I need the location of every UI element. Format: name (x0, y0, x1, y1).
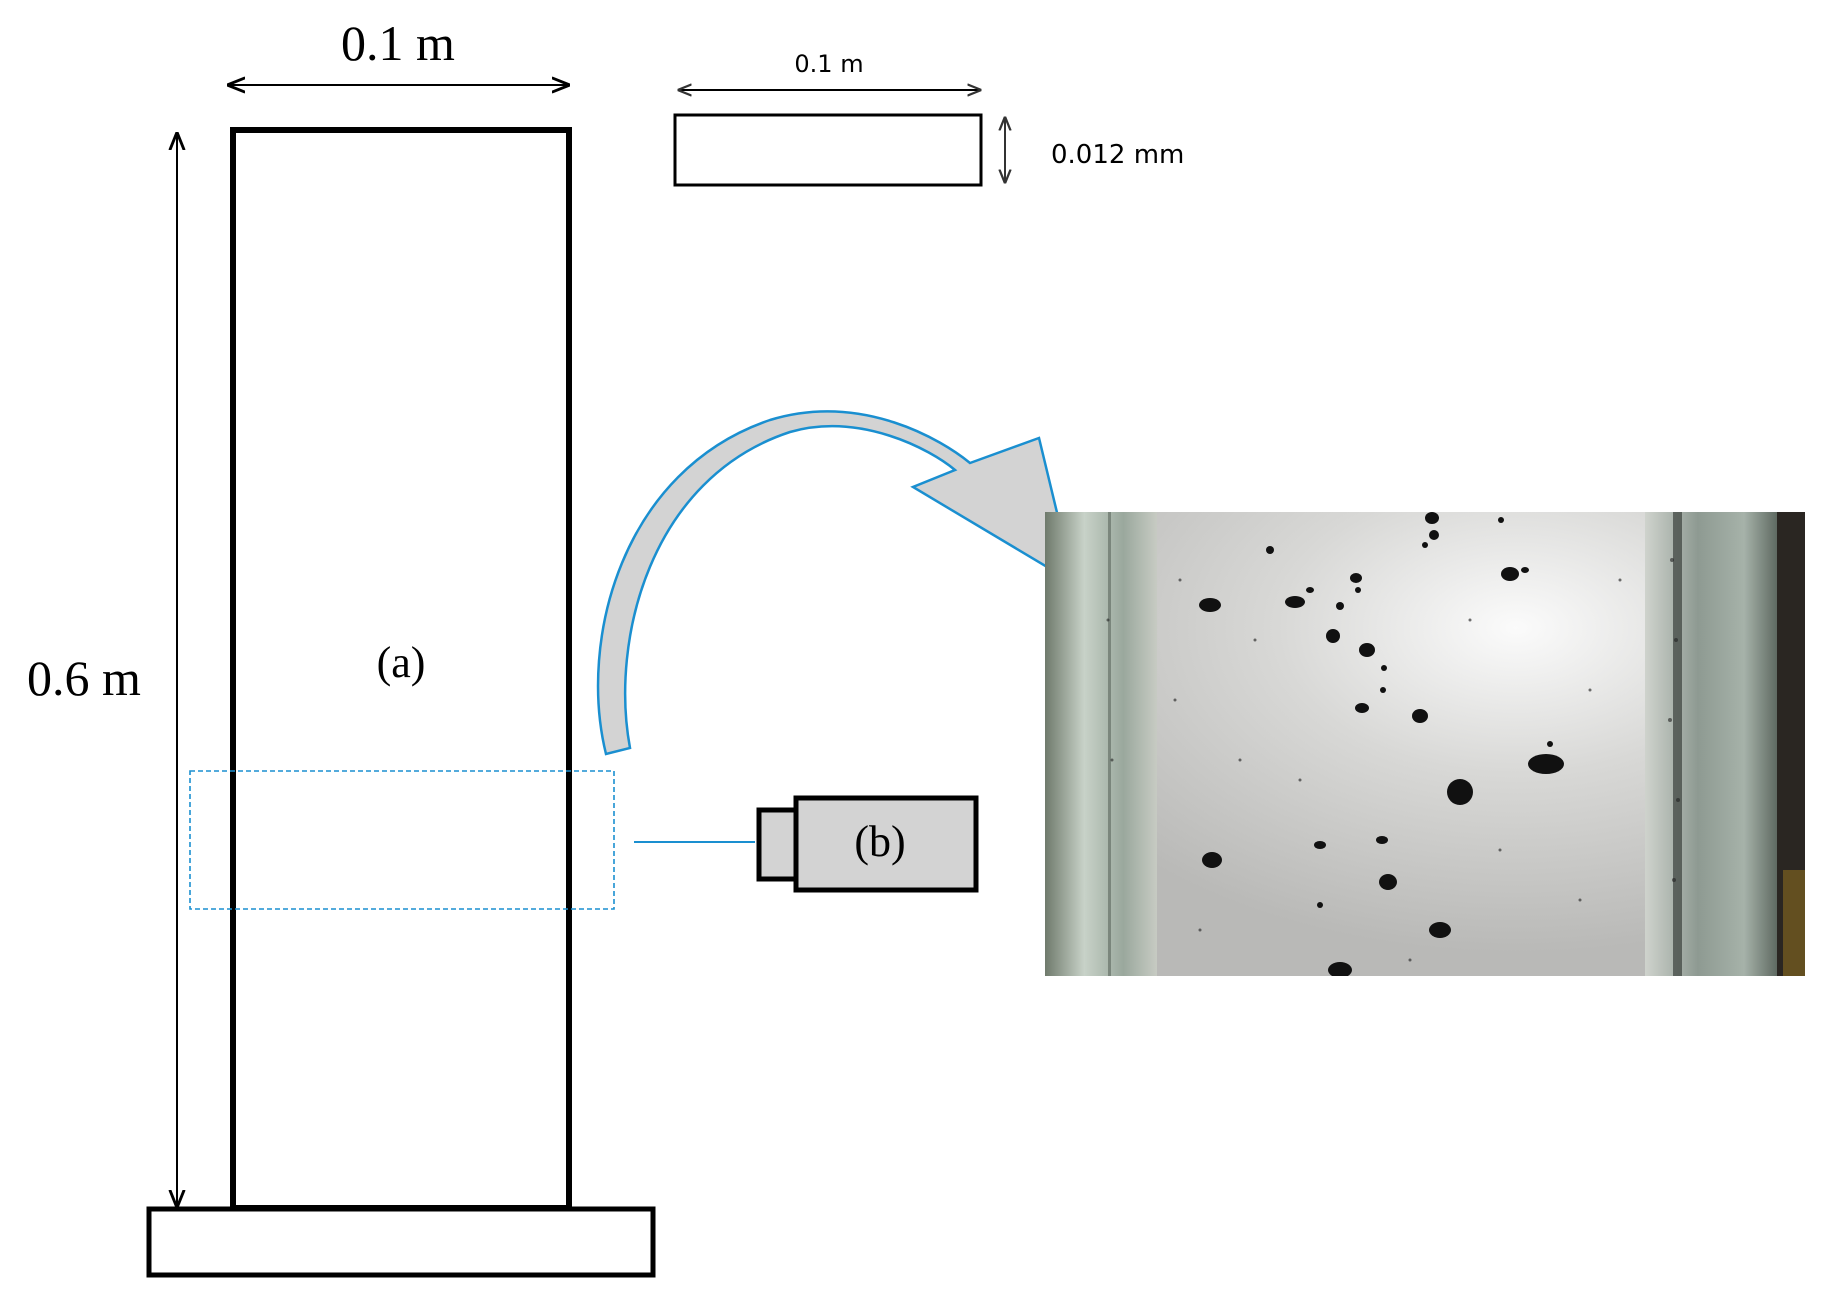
particle (1355, 587, 1361, 593)
speck (1173, 698, 1177, 702)
speck (1674, 638, 1678, 642)
particle (1429, 530, 1439, 540)
particle (1336, 602, 1344, 610)
field-of-view-box (189, 770, 615, 910)
photo-right-wall-dark (1673, 512, 1682, 976)
particle (1425, 512, 1439, 524)
photo-left-wall-line (1108, 512, 1111, 976)
camera-lens (756, 807, 800, 882)
particle (1355, 703, 1369, 713)
particle (1381, 665, 1387, 671)
column-height-label: 0.6 m (27, 650, 141, 706)
speck (1238, 758, 1242, 762)
column-width-dimension: 0.1 m (229, 15, 568, 85)
particle (1422, 542, 1428, 548)
speck (1672, 878, 1676, 882)
camera: (b) (756, 795, 979, 893)
particles (1199, 512, 1564, 976)
photo-left-wall (1045, 512, 1157, 976)
particle (1498, 517, 1504, 523)
speck (1468, 618, 1472, 622)
speck (1198, 928, 1202, 932)
particle (1317, 902, 1323, 908)
particle (1328, 962, 1352, 976)
speck (1588, 688, 1592, 692)
speck (1298, 778, 1302, 782)
particle (1501, 567, 1519, 581)
speck (1676, 798, 1680, 802)
particle-photo (1045, 512, 1805, 976)
photo-right-edge-highlight (1783, 870, 1805, 976)
particle (1285, 596, 1305, 608)
particle (1306, 587, 1314, 593)
fine-specks (1173, 578, 1622, 962)
column-height-dimension: 0.6 m (27, 134, 177, 1206)
wall-specks (1106, 558, 1680, 882)
photo-right-wall (1645, 512, 1777, 976)
particle (1350, 573, 1362, 583)
particle (1521, 567, 1529, 573)
particle (1447, 779, 1473, 805)
camera-body (793, 795, 979, 893)
particle (1326, 629, 1340, 643)
speck (1253, 638, 1257, 642)
particle (1314, 841, 1326, 849)
cross-section-width-label: 0.1 m (794, 50, 863, 78)
speck (1178, 578, 1182, 582)
particle (1412, 709, 1428, 723)
column-label: (a) (377, 638, 426, 687)
speck (1498, 848, 1502, 852)
speck (1408, 958, 1412, 962)
camera-label: (b) (854, 817, 905, 866)
particle (1359, 643, 1375, 657)
particle (1199, 598, 1221, 612)
speck (1668, 718, 1672, 722)
particle (1380, 687, 1386, 693)
particle (1528, 754, 1564, 774)
speck (1110, 758, 1114, 762)
particle (1376, 836, 1388, 844)
particle (1379, 874, 1397, 890)
curved-pointer-arrow (596, 410, 1076, 756)
speck (1618, 578, 1622, 582)
column-base (146, 1206, 656, 1278)
speck (1106, 618, 1110, 622)
particle (1547, 741, 1553, 747)
column-width-label: 0.1 m (341, 15, 455, 71)
particle (1202, 852, 1222, 868)
cross-section-depth-label: 0.012 mm (1051, 140, 1184, 170)
speck (1670, 558, 1674, 562)
speck (1578, 898, 1582, 902)
column-assembly: (a) (146, 127, 656, 1278)
cross-section: 0.1 m 0.012 mm (673, 50, 1184, 187)
particle (1429, 922, 1451, 938)
cross-section-rect (673, 113, 983, 187)
particle (1266, 546, 1274, 554)
